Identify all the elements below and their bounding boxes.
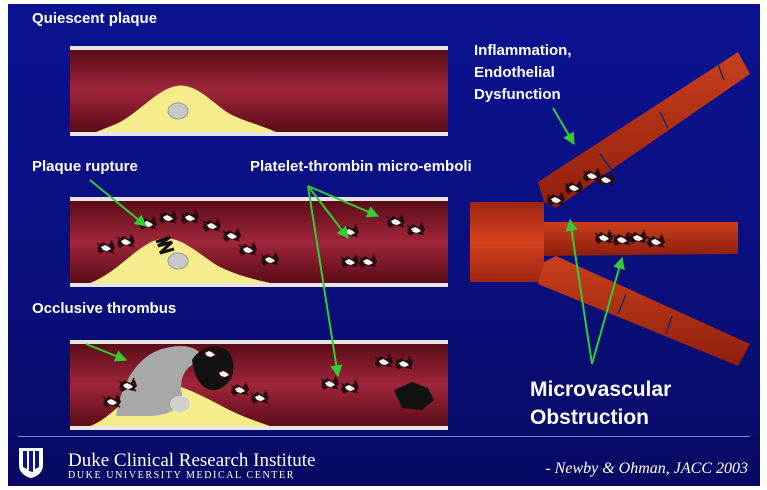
lipid-core-3 [170, 396, 190, 412]
duke-shield-logo-icon [18, 447, 44, 479]
footer-divider [18, 436, 750, 437]
citation: - Newby & Ohman, JACC 2003 [545, 460, 748, 478]
institute-name: Duke Clinical Research Institute [68, 450, 315, 472]
label-plaque-rupture: Plaque rupture [32, 158, 138, 175]
label-inflammation-line1: Inflammation, [474, 40, 572, 62]
vessel-quiescent [70, 46, 448, 136]
label-microvascular-line1: Microvascular [530, 376, 671, 404]
label-inflammation: Inflammation, Endothelial Dysfunction [474, 40, 572, 106]
label-micro-emboli: Platelet-thrombin micro-emboli [250, 158, 472, 175]
label-inflammation-line2: Endothelial [474, 62, 572, 84]
vessel-occlusive [70, 340, 448, 430]
lipid-core-1 [168, 103, 188, 119]
label-occlusive-thrombus: Occlusive thrombus [32, 300, 176, 317]
label-microvascular-obstruction: Microvascular Obstruction [530, 376, 671, 432]
lipid-core-2 [168, 253, 188, 269]
slide: Quiescent plaque Plaque rupture Occlusiv… [8, 4, 760, 486]
label-inflammation-line3: Dysfunction [474, 84, 572, 106]
branch-lower [538, 256, 750, 366]
medical-center-name: DUKE UNIVERSITY MEDICAL CENTER [68, 470, 295, 481]
label-quiescent-plaque: Quiescent plaque [32, 10, 157, 27]
label-microvascular-line2: Obstruction [530, 404, 671, 432]
vessel-trunk [470, 202, 544, 282]
